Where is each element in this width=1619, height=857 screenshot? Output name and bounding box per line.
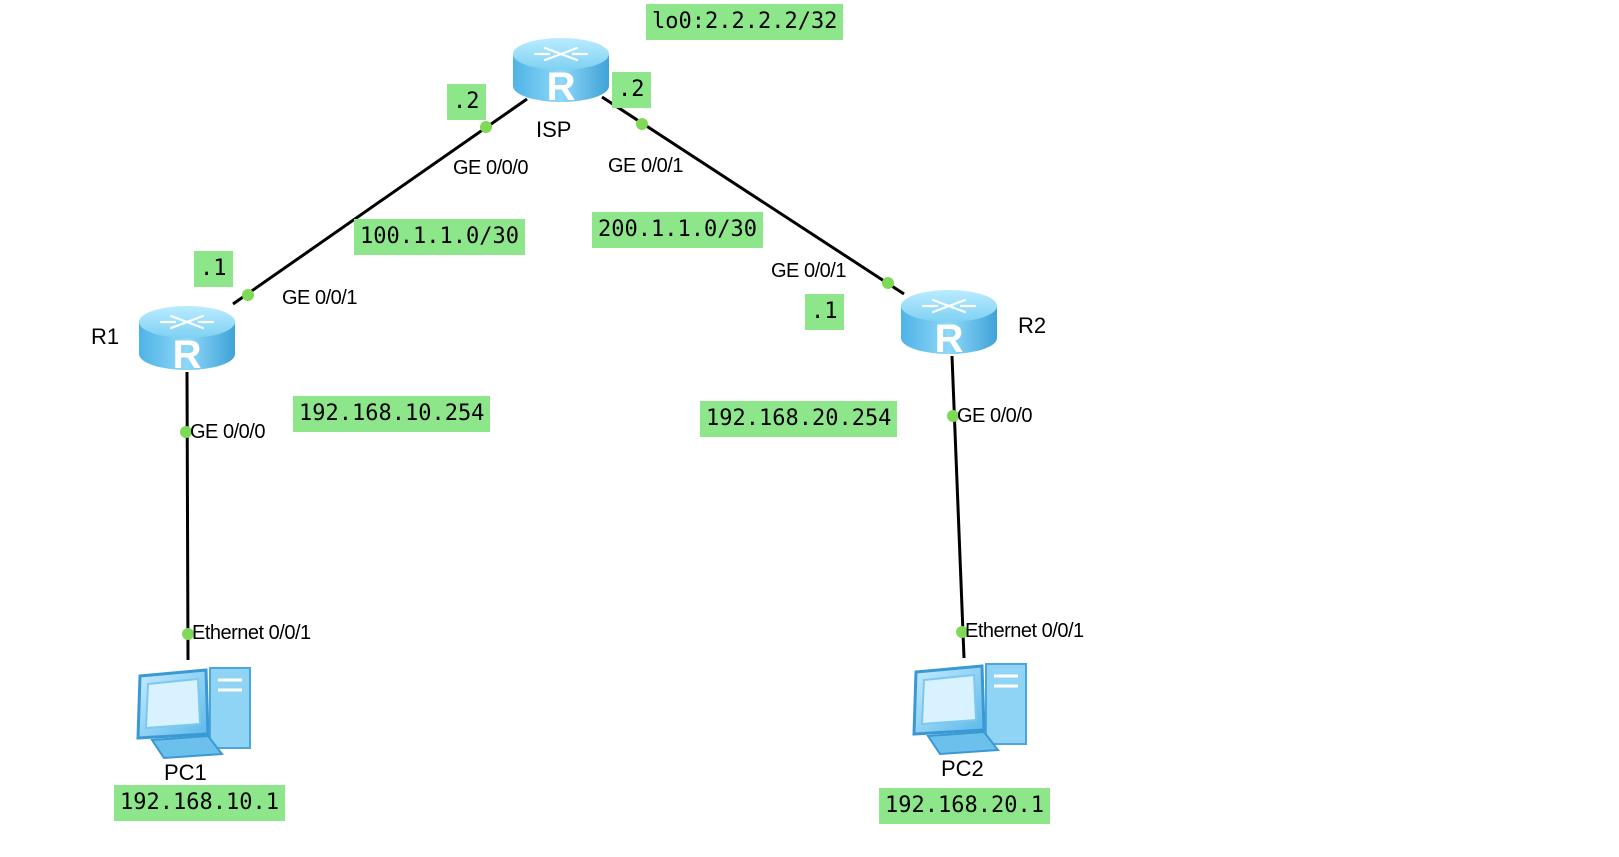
port-dot-isp-ge000 <box>480 121 492 133</box>
port-label-r1-ge000: GE 0/0/0 <box>190 421 265 443</box>
link-r1-pc1 <box>185 371 190 661</box>
router-icon <box>899 288 999 363</box>
pc-icon <box>912 662 1028 756</box>
note-net-right: 200.1.1.0/30 <box>592 212 763 248</box>
note-isp-left-host: .2 <box>447 84 486 120</box>
port-dot-r1-ge001 <box>242 289 254 301</box>
note-isp-right-host: .2 <box>612 72 651 108</box>
link-isp-r1 <box>232 97 528 306</box>
port-label-r2-ge001: GE 0/0/1 <box>771 260 846 282</box>
device-label-r2: R2 <box>1018 313 1047 338</box>
router-icon <box>511 36 611 111</box>
note-r2-host: .1 <box>805 294 844 330</box>
device-label-isp: ISP <box>536 117 572 142</box>
port-dot-r1-ge000 <box>180 426 192 438</box>
port-dot-r2-ge000 <box>947 410 959 422</box>
device-label-pc2: PC2 <box>941 756 984 781</box>
note-pc2-ip: 192.168.20.1 <box>879 788 1050 824</box>
note-loopback: lo0:2.2.2.2/32 <box>646 4 844 40</box>
note-r2-lan-gw: 192.168.20.254 <box>700 401 898 437</box>
device-label-pc1: PC1 <box>164 760 207 785</box>
pc-icon <box>136 666 252 760</box>
port-label-r1-ge001: GE 0/0/1 <box>282 287 357 309</box>
link-isp-r2 <box>601 95 905 296</box>
port-label-pc1-eth: Ethernet 0/0/1 <box>192 622 311 644</box>
port-label-r2-ge000: GE 0/0/0 <box>957 405 1032 427</box>
router-icon <box>137 304 237 379</box>
link-r2-pc2 <box>950 355 966 659</box>
device-label-r1: R1 <box>91 324 120 349</box>
port-label-pc2-eth: Ethernet 0/0/1 <box>965 620 1084 642</box>
note-pc1-ip: 192.168.10.1 <box>114 785 285 821</box>
port-label-isp-ge000: GE 0/0/0 <box>453 157 528 179</box>
port-dot-isp-ge001 <box>636 118 648 130</box>
note-net-left: 100.1.1.0/30 <box>354 219 525 255</box>
port-dot-pc2-eth <box>956 626 968 638</box>
port-label-isp-ge001: GE 0/0/1 <box>608 155 683 177</box>
note-r1-host: .1 <box>194 251 233 287</box>
note-r1-lan-gw: 192.168.10.254 <box>293 396 491 432</box>
port-dot-r2-ge001 <box>882 277 894 289</box>
port-dot-pc1-eth <box>182 628 194 640</box>
